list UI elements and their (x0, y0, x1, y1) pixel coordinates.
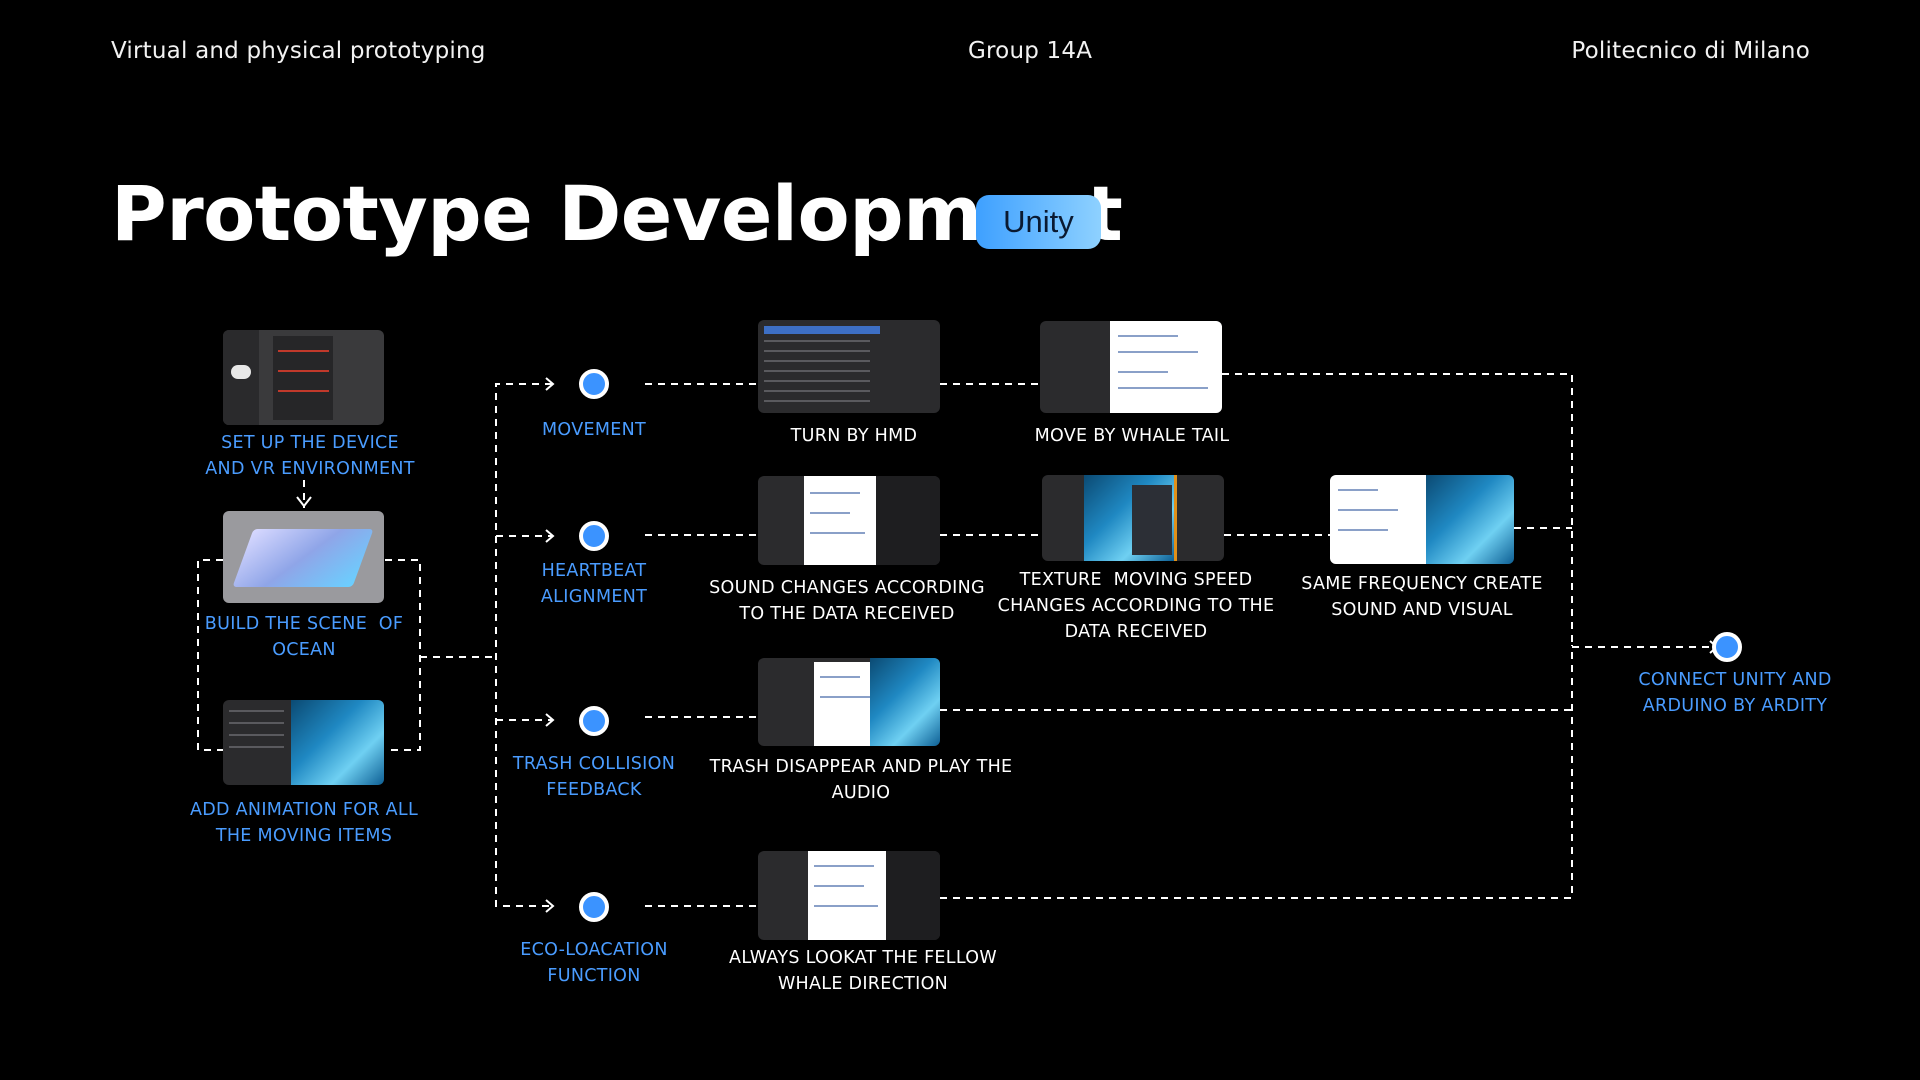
whale-tail-thumbnail (1040, 321, 1222, 413)
label-trash: TRASH COLLISION FEEDBACK (512, 754, 676, 800)
same-frequency-thumbnail (1330, 475, 1514, 564)
connector-scene-loop-right (385, 559, 421, 751)
label-animation: ADD ANIMATION FOR ALL THE MOVING ITEMS (189, 800, 419, 846)
branch-trunk (495, 383, 552, 907)
node-heartbeat (579, 521, 609, 551)
header-course: Virtual and physical prototyping (111, 38, 486, 64)
arrow-heartbeat (545, 529, 555, 543)
sound-change-thumbnail (758, 476, 940, 565)
label-final: CONNECT UNITY AND ARDUINO BY ARDITY (1638, 670, 1832, 716)
label-movement: MOVEMENT (542, 420, 646, 440)
header-university: Politecnico di Milano (1571, 38, 1810, 64)
turn-hmd-thumbnail (758, 320, 940, 413)
label-same-frequency: SAME FREQUENCY CREATE SOUND AND VISUAL (1301, 574, 1543, 620)
label-sound-change: SOUND CHANGES ACCORDING TO THE DATA RECE… (709, 578, 985, 624)
device-setup-thumbnail (223, 330, 384, 425)
label-heartbeat: HEARTBEAT ALIGNMENT (540, 561, 648, 607)
arrow-trash (545, 713, 555, 727)
connector-eco-out (940, 645, 1573, 899)
arrow-heads (296, 377, 1719, 913)
trash-disappear-thumbnail (758, 658, 940, 746)
lookat-thumbnail (758, 851, 940, 940)
node-movement (579, 369, 609, 399)
texture-speed-thumbnail (1042, 475, 1224, 561)
connector-scene-loop-left (197, 559, 223, 751)
node-final (1712, 632, 1742, 662)
label-lookat: ALWAYS LOOKAT THE FELLOW WHALE DIRECTION (729, 948, 997, 994)
node-eco (579, 892, 609, 922)
arrow-movement (545, 377, 555, 391)
unity-badge: Unity (976, 195, 1101, 249)
label-turn-hmd: TURN BY HMD (790, 426, 918, 446)
page-title: Prototype Development (111, 169, 1123, 258)
ocean-scene-thumbnail (223, 511, 384, 603)
animation-thumbnail (223, 700, 384, 785)
label-trash-disappear: TRASH DISAPPEAR AND PLAY THE AUDIO (709, 757, 1013, 803)
arrow-eco (545, 899, 555, 913)
label-texture-speed: TEXTURE MOVING SPEED CHANGES ACCORDING T… (997, 570, 1275, 642)
header-group: Group 14A (968, 38, 1093, 64)
label-eco: ECO-LOACATION FUNCTION (520, 940, 668, 986)
node-trash (579, 706, 609, 736)
arrow-setup (296, 496, 312, 508)
label-device-setup: SET UP THE DEVICE AND VR ENVIRONMENT (205, 433, 415, 479)
label-whale-tail: MOVE BY WHALE TAIL (1034, 426, 1230, 446)
label-ocean-scene: BUILD THE SCENE OF OCEAN (204, 614, 404, 660)
